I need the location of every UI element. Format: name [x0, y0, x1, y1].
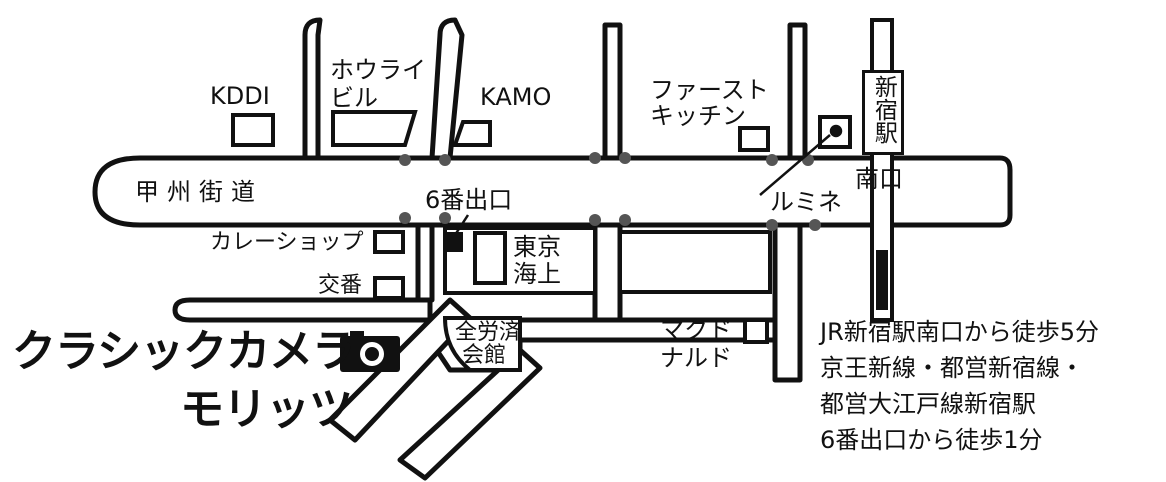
curry-shop-label: カレーショップ [210, 230, 364, 255]
directions-line-1: JR新宿駅南口から徒歩5分 [820, 318, 1100, 346]
mcdonalds-label-1: マクド [660, 316, 732, 344]
street-label: 甲州街道 [135, 178, 263, 206]
first-kitchen-label-2: キッチン [650, 102, 746, 130]
houwa-label-1: ホウライ [330, 56, 426, 84]
camera-icon [340, 331, 400, 372]
directions-line-4: 6番出口から徒歩1分 [820, 426, 1043, 454]
station-label-text: 新宿駅 [870, 75, 897, 144]
exit6-label: 6番出口 [425, 186, 513, 214]
buildings [231, 110, 852, 372]
houwa-label-2: ビル [330, 84, 378, 112]
store-name-line1: クラシックカメラ [12, 326, 356, 377]
leader-lines [453, 124, 843, 236]
tokio-marine-label-1: 東京 [513, 233, 561, 261]
zenrosai-label-2: 会館 [462, 343, 507, 368]
mcdonalds-label-2: ナルド [660, 344, 732, 372]
tokio-marine-label-2: 海上 [513, 260, 561, 288]
entrance-markers [399, 152, 821, 231]
first-kitchen-label-1: ファースト [650, 76, 769, 104]
directions-block: JR新宿駅南口から徒歩5分 京王新線・都営新宿線・ 都営大江戸線新宿駅 6番出口… [820, 320, 1160, 452]
kamo-label: KAMO [480, 83, 552, 111]
kddi-label: KDDI [210, 82, 270, 110]
south-exit-label: 南口 [855, 165, 903, 193]
station-label: 新宿駅 [862, 70, 904, 155]
police-box-label: 交番 [318, 273, 363, 298]
directions-line-3: 都営大江戸線新宿駅 [820, 390, 1036, 418]
zenrosai-label-1: 全労済 [455, 320, 522, 345]
store-name-line2: モリッツ [180, 384, 353, 435]
lumine-label: ルミネ [770, 188, 842, 216]
directions-line-2: 京王新線・都営新宿線・ [820, 354, 1084, 382]
